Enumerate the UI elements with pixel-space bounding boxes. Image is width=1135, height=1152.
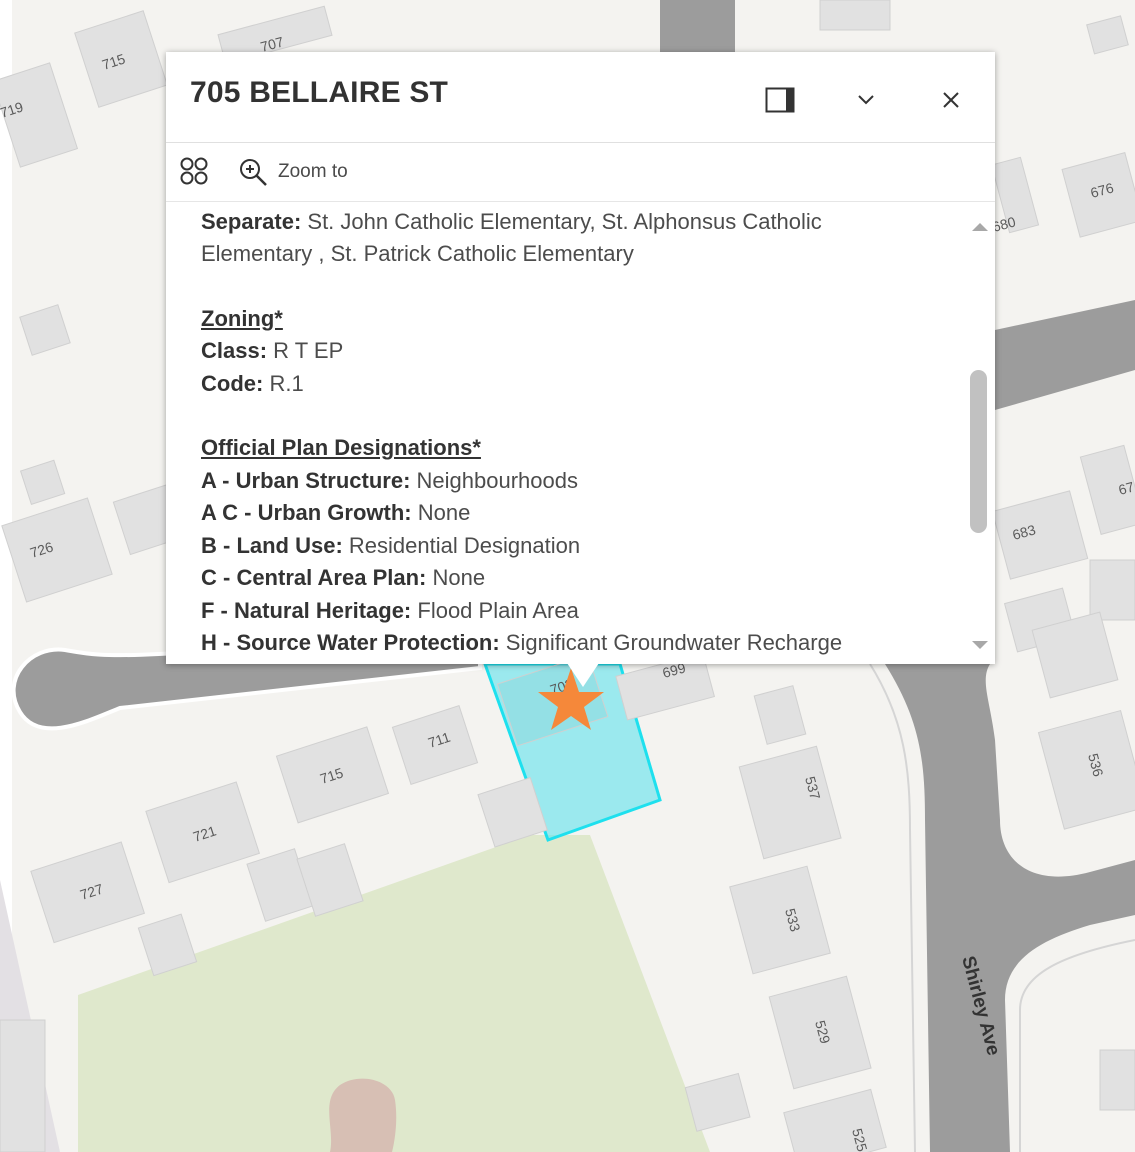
bldg-529: 529 xyxy=(812,1019,834,1046)
bldg-707-top: 707 xyxy=(259,33,286,55)
attribute-label: A C - Urban Growth: xyxy=(201,500,412,525)
popup-content[interactable]: Institute, Keith Wightman PublicSeparate… xyxy=(166,201,995,664)
section-heading-text: Zoning* xyxy=(201,305,283,331)
bldg-683: 683 xyxy=(1011,521,1038,543)
location-marker-star-icon[interactable] xyxy=(538,668,604,730)
grid-icon xyxy=(180,157,208,185)
zoom-to-button[interactable]: Zoom to xyxy=(238,156,348,188)
bldg-533: 533 xyxy=(782,907,804,934)
attribute-label: B - Land Use: xyxy=(201,532,343,558)
attribute-value: Flood Plain Area xyxy=(411,597,579,623)
dock-popup-button[interactable] xyxy=(760,80,800,120)
bldg-727: 727 xyxy=(78,880,105,903)
attribute-row: Elementary , St. Patrick Catholic Elemen… xyxy=(201,238,961,271)
zoom-in-icon xyxy=(240,159,267,186)
attribute-value: None xyxy=(426,565,486,590)
bldg-715-top: 715 xyxy=(100,50,127,73)
zoom-to-label: Zoom to xyxy=(278,161,348,182)
attribute-value: None xyxy=(411,500,471,525)
section-heading: Official Plan Designations* xyxy=(201,432,961,465)
popup-pointer xyxy=(567,663,599,687)
attribute-label: Separate: xyxy=(201,208,302,234)
popup-title: 705 BELLAIRE ST xyxy=(190,76,449,109)
bldg-711: 711 xyxy=(426,729,452,751)
bldg-680: 680 xyxy=(991,213,1018,235)
road-top xyxy=(660,0,735,52)
spacer xyxy=(201,400,961,432)
attribute-row: A C - Urban Growth: None xyxy=(201,497,961,530)
scroll-up-icon[interactable] xyxy=(972,223,988,231)
close-icon xyxy=(943,92,959,108)
road-right-top xyxy=(995,300,1135,410)
section-heading-text: Official Plan Designations* xyxy=(201,435,481,460)
attribute-value: Residential Designation xyxy=(342,532,581,558)
park-area xyxy=(78,835,710,1152)
attribute-row: B - Land Use: Residential Designation xyxy=(201,530,961,563)
attribute-value: Neighbourhoods xyxy=(410,467,578,493)
attribute-label: F - Natural Heritage: xyxy=(201,597,412,623)
attribute-label: C - Central Area Plan: xyxy=(201,565,427,590)
attribute-value: R T EP xyxy=(267,338,344,363)
attribute-row: H - Source Water Protection: Significant… xyxy=(201,627,961,660)
scroll-down-icon[interactable] xyxy=(972,641,988,649)
bldg-537: 537 xyxy=(802,775,824,802)
attribute-list: Institute, Keith Wightman PublicSeparate… xyxy=(201,201,961,660)
chevron-down-icon xyxy=(858,95,874,105)
bldg-726: 726 xyxy=(28,538,55,561)
attribute-row: Code: R.1 xyxy=(201,368,961,401)
bldg-719: 719 xyxy=(0,98,25,121)
attribute-value: St. John Catholic Elementary, St. Alphon… xyxy=(301,208,822,234)
shirley-ave-road xyxy=(885,664,1135,1152)
attribute-row: F - Natural Heritage: Flood Plain Area xyxy=(201,595,961,628)
actions-menu-button[interactable] xyxy=(178,155,210,187)
popup-header: 705 BELLAIRE ST xyxy=(166,52,995,143)
bldg-67: 67 xyxy=(1117,478,1135,498)
bldg-721: 721 xyxy=(191,822,218,845)
collapse-popup-button[interactable] xyxy=(846,80,886,120)
dock-icon xyxy=(765,87,795,113)
attribute-label: A - Urban Structure: xyxy=(201,467,411,493)
attribute-label: H - Source Water Protection: xyxy=(201,630,500,655)
bldg-715: 715 xyxy=(318,764,345,787)
attribute-row: Separate: St. John Catholic Elementary, … xyxy=(201,206,961,239)
scroll-thumb[interactable] xyxy=(970,370,987,533)
attribute-row: Class: R T EP xyxy=(201,335,961,368)
attribute-value: Elementary , St. Patrick Catholic Elemen… xyxy=(201,241,634,266)
attribute-row: C - Central Area Plan: None xyxy=(201,562,961,595)
attribute-row: A - Urban Structure: Neighbourhoods xyxy=(201,465,961,498)
attribute-label: Code: xyxy=(201,370,264,396)
park-path xyxy=(329,1078,397,1152)
attribute-label: Class: xyxy=(201,338,268,363)
scrollbar[interactable] xyxy=(966,213,992,664)
section-heading: Zoning* xyxy=(201,303,961,336)
bldg-525: 525 xyxy=(849,1127,871,1152)
attribute-value: R.1 xyxy=(263,370,304,396)
attribute-value: Significant Groundwater Recharge xyxy=(499,630,843,655)
bldg-536: 536 xyxy=(1085,752,1107,779)
close-popup-button[interactable] xyxy=(931,80,971,120)
feature-popup[interactable]: 705 BELLAIRE ST Zoom xyxy=(166,52,995,664)
spacer xyxy=(201,271,961,303)
bldg-699: 699 xyxy=(661,659,688,681)
popup-toolbar: Zoom to xyxy=(166,143,995,202)
bldg-676: 676 xyxy=(1089,179,1116,201)
